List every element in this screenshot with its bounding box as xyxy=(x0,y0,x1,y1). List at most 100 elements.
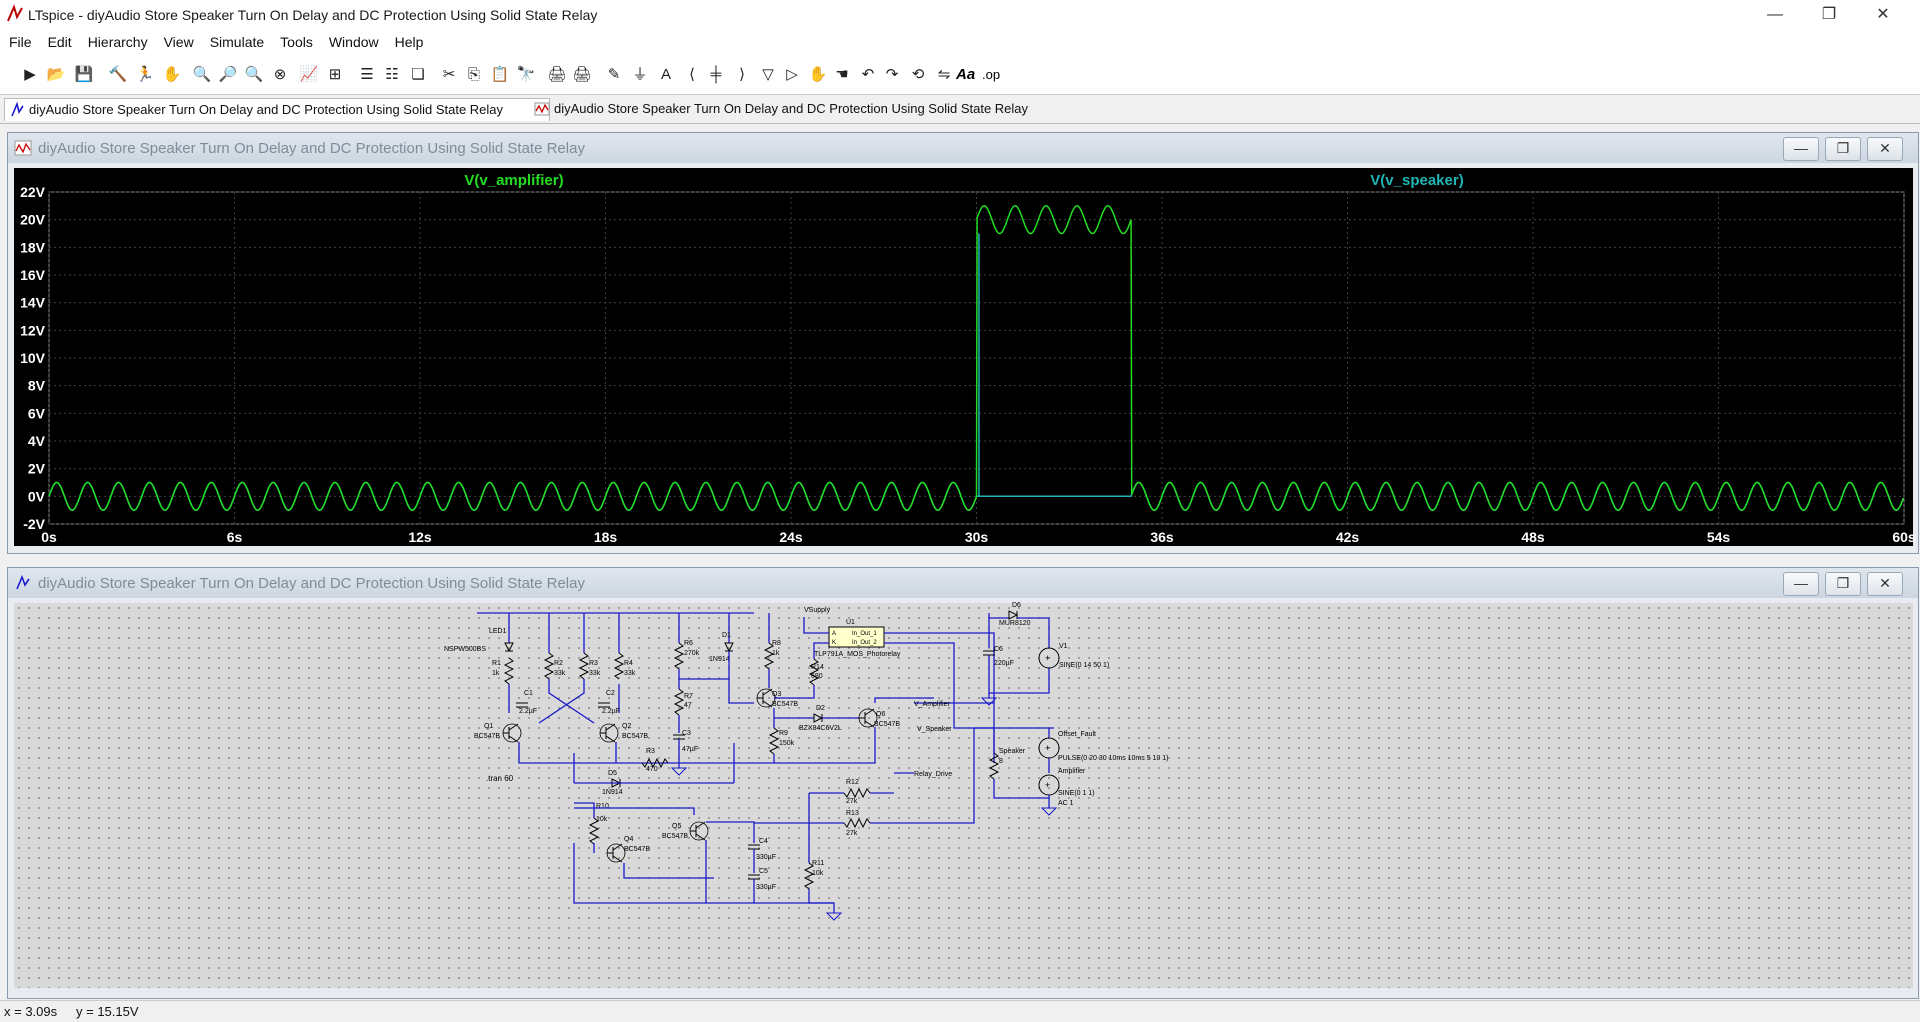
resistor-symbol[interactable] xyxy=(843,817,871,829)
drag-icon[interactable]: ☚ xyxy=(835,66,849,83)
resistor-symbol[interactable] xyxy=(613,652,625,680)
restore-button[interactable]: ❐ xyxy=(1821,6,1837,23)
save-icon[interactable]: 💾 xyxy=(74,66,94,83)
control-panel-icon[interactable]: 🔨 xyxy=(108,66,128,83)
menu-edit[interactable]: Edit xyxy=(47,34,72,50)
ground-icon[interactable]: ⏚ xyxy=(632,66,648,83)
diode-icon[interactable]: ▽ xyxy=(762,66,774,83)
legend-v-speaker[interactable]: V(v_speaker) xyxy=(1370,172,1463,189)
tile-horizontal-icon[interactable]: ☷ xyxy=(385,66,399,83)
redo-icon[interactable]: ↷ xyxy=(885,66,899,83)
wire[interactable] xyxy=(774,685,815,699)
wire[interactable] xyxy=(993,779,1049,799)
wire[interactable] xyxy=(813,642,829,659)
menu-help[interactable]: Help xyxy=(394,34,424,50)
cut-icon[interactable]: ✂ xyxy=(442,66,456,83)
wire[interactable] xyxy=(574,802,595,818)
print-preview-icon[interactable]: 🖨 xyxy=(547,66,567,83)
wire[interactable] xyxy=(794,727,876,764)
component-icon[interactable]: ▷ xyxy=(786,66,798,83)
wire[interactable] xyxy=(874,697,934,703)
draw-wire-icon[interactable]: ✎ xyxy=(607,66,621,83)
minimize-button[interactable]: — xyxy=(1767,6,1783,23)
resistor-symbol[interactable] xyxy=(768,727,780,755)
diode-symbol[interactable] xyxy=(504,642,514,653)
tab-schematic[interactable]: diyAudio Store Speaker Turn On Delay and… xyxy=(4,98,550,121)
diode-symbol[interactable] xyxy=(724,642,734,653)
subwindow-maximize-button[interactable]: ❐ xyxy=(1825,137,1861,161)
undo-icon[interactable]: ↶ xyxy=(861,66,875,83)
subwindow-minimize-button[interactable]: — xyxy=(1783,572,1819,596)
wire[interactable] xyxy=(803,617,829,634)
move-icon[interactable]: ✋ xyxy=(808,66,828,83)
resistor-symbol[interactable] xyxy=(808,658,820,686)
subwindow-maximize-button[interactable]: ❐ xyxy=(1825,572,1861,596)
resistor-symbol[interactable] xyxy=(641,757,669,769)
ground-symbol[interactable] xyxy=(670,767,688,776)
subwindow-close-button[interactable]: ✕ xyxy=(1867,572,1903,596)
wire[interactable] xyxy=(884,642,1054,729)
menu-view[interactable]: View xyxy=(163,34,194,50)
resistor-symbol[interactable] xyxy=(543,652,555,680)
open-icon[interactable]: 📂 xyxy=(46,66,66,83)
ground-symbol[interactable] xyxy=(1040,807,1058,816)
wire[interactable] xyxy=(623,863,714,879)
waveform-window-titlebar[interactable]: diyAudio Store Speaker Turn On Delay and… xyxy=(8,133,1918,163)
ground-symbol[interactable] xyxy=(980,697,998,706)
rotate-icon[interactable]: ⟲ xyxy=(911,66,925,83)
schematic-window-titlebar[interactable]: diyAudio Store Speaker Turn On Delay and… xyxy=(8,568,1918,598)
capacitor-icon[interactable]: ╪ xyxy=(710,66,722,83)
mirror-icon[interactable]: ⇋ xyxy=(937,66,951,83)
pick-visible-traces-icon[interactable]: ⊞ xyxy=(328,66,342,83)
autorange-icon[interactable]: 📈 xyxy=(299,66,319,83)
menu-tools[interactable]: Tools xyxy=(280,34,313,50)
wire[interactable] xyxy=(1017,617,1050,648)
wire[interactable] xyxy=(548,679,595,724)
menu-window[interactable]: Window xyxy=(328,34,379,50)
copy-icon[interactable]: ⎘ xyxy=(467,66,480,83)
close-button[interactable]: ✕ xyxy=(1876,6,1890,23)
menu-file[interactable]: File xyxy=(9,34,32,50)
subwindow-minimize-button[interactable]: — xyxy=(1783,137,1819,161)
resistor-symbol[interactable] xyxy=(763,642,775,670)
resistor-symbol[interactable] xyxy=(988,752,1000,780)
inductor-icon[interactable]: ⟩ xyxy=(739,66,745,83)
wire[interactable] xyxy=(706,821,755,843)
resistor-symbol[interactable] xyxy=(578,652,590,680)
resistor-symbol[interactable] xyxy=(843,787,871,799)
spice-directive-icon[interactable]: .op xyxy=(982,67,1001,82)
menu-hierarchy[interactable]: Hierarchy xyxy=(87,34,148,50)
menu-simulate[interactable]: Simulate xyxy=(209,34,265,50)
wire[interactable] xyxy=(538,679,585,724)
wire[interactable] xyxy=(989,668,1050,694)
wire[interactable] xyxy=(728,651,754,704)
resistor-symbol[interactable] xyxy=(503,657,515,685)
wire[interactable] xyxy=(884,632,995,703)
cascade-icon[interactable]: ❏ xyxy=(411,66,425,83)
trace-v-amplifier[interactable] xyxy=(48,205,1905,511)
wire[interactable] xyxy=(808,889,835,913)
diode-symbol[interactable] xyxy=(1008,610,1019,620)
new-schematic-icon[interactable]: ▶ xyxy=(24,66,36,83)
text-tool-icon[interactable]: Aa xyxy=(956,66,976,83)
resistor-icon[interactable]: ⟨ xyxy=(689,66,695,83)
paste-icon[interactable]: 📋 xyxy=(490,66,510,83)
wire[interactable] xyxy=(870,728,975,824)
wire[interactable] xyxy=(573,843,834,904)
zoom-area-icon[interactable]: 🔎 xyxy=(218,66,238,83)
wire[interactable] xyxy=(988,613,1009,619)
resistor-symbol[interactable] xyxy=(803,862,815,890)
halt-icon[interactable]: ✋ xyxy=(162,66,182,83)
relay-u1-body[interactable] xyxy=(828,626,885,648)
resistor-symbol[interactable] xyxy=(588,817,600,845)
wire[interactable] xyxy=(574,807,695,815)
diode-symbol[interactable] xyxy=(813,713,824,723)
legend-v-amplifier[interactable]: V(v_amplifier) xyxy=(464,172,563,189)
resistor-symbol[interactable] xyxy=(673,642,685,670)
resistor-symbol[interactable] xyxy=(673,688,685,716)
zoom-out-icon[interactable]: 🔍 xyxy=(244,66,264,83)
zoom-cancel-icon[interactable]: ⊗ xyxy=(273,66,287,83)
